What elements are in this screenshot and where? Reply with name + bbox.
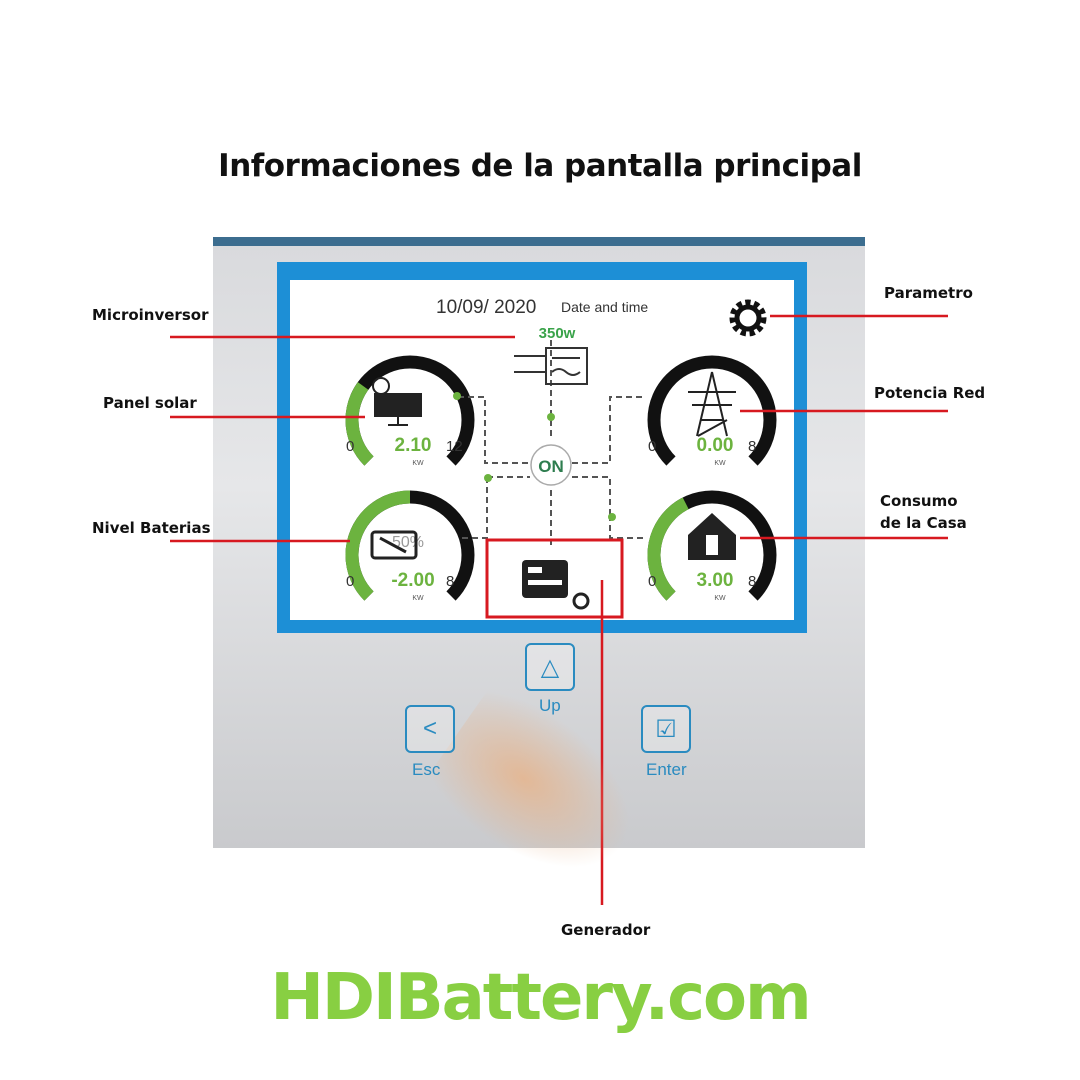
on-status: ON — [538, 457, 564, 476]
callout-microinversor: Microinversor — [92, 306, 209, 324]
generator-icon — [522, 560, 590, 610]
gauge-min: 0 — [648, 438, 656, 455]
up-label: Up — [539, 696, 561, 715]
gauge-min: 0 — [346, 573, 354, 590]
gauge-max: 12 — [446, 438, 463, 455]
solar-panel-icon — [372, 377, 422, 426]
flow-lines — [458, 340, 645, 545]
enter-label: Enter — [646, 760, 687, 779]
on-indicator — [530, 444, 572, 486]
house-icon — [688, 513, 736, 560]
flow-dots — [453, 392, 616, 521]
callout-lines — [170, 314, 948, 905]
gear-icon[interactable] — [729, 299, 767, 337]
gauge-unit: KW — [412, 595, 424, 602]
microinverter-icon — [514, 347, 588, 385]
generator-highlight-box — [485, 538, 624, 619]
gauge-value: -2.00 — [391, 570, 434, 591]
watermark: HDIBattery.com — [270, 961, 811, 1035]
transmission-tower-icon — [688, 371, 736, 437]
callout-consumo: Consumo — [880, 492, 958, 510]
back-arrow-icon: < — [422, 715, 437, 742]
triangle-up-icon: △ — [540, 653, 560, 681]
gauge-fill — [647, 497, 689, 601]
date-text: 10/09/ 2020 — [436, 297, 536, 318]
checkbox-icon: ☑ — [655, 715, 677, 743]
gauge-unit: KW — [714, 460, 726, 467]
battery-icon — [370, 530, 418, 560]
callout-generador: Generador — [561, 921, 651, 939]
callout-nivel-baterias: Nivel Baterias — [92, 519, 211, 537]
gauge-value: 3.00 — [697, 570, 734, 591]
gauge-max: 8 — [748, 438, 756, 455]
date-label: Date and time — [561, 299, 648, 315]
callout-panel-solar: Panel solar — [103, 394, 197, 412]
gauge-fill — [345, 382, 374, 466]
gauge-fill — [345, 490, 411, 601]
callout-de-la-casa: de la Casa — [880, 514, 967, 532]
micro-power: 350w — [539, 325, 576, 342]
gauge-min: 0 — [346, 438, 354, 455]
gauge-min: 0 — [648, 573, 656, 590]
gauge-max: 8 — [748, 573, 756, 590]
gauge-value: 2.10 — [395, 435, 432, 456]
gauge-value: 0.00 — [697, 435, 734, 456]
gauge-unit: KW — [714, 595, 726, 602]
enter-button[interactable]: ☑ — [641, 705, 691, 753]
gauge-max: 8 — [446, 573, 454, 590]
callout-parametro: Parametro — [884, 284, 973, 302]
up-button[interactable]: △ — [525, 643, 575, 691]
callout-potencia-red: Potencia Red — [874, 384, 986, 402]
gauge-unit: KW — [412, 460, 424, 467]
gauge-track — [647, 355, 777, 466]
esc-button[interactable]: < — [405, 705, 455, 753]
page-title: Informaciones de la pantalla principal — [218, 148, 862, 184]
esc-label: Esc — [412, 760, 441, 779]
